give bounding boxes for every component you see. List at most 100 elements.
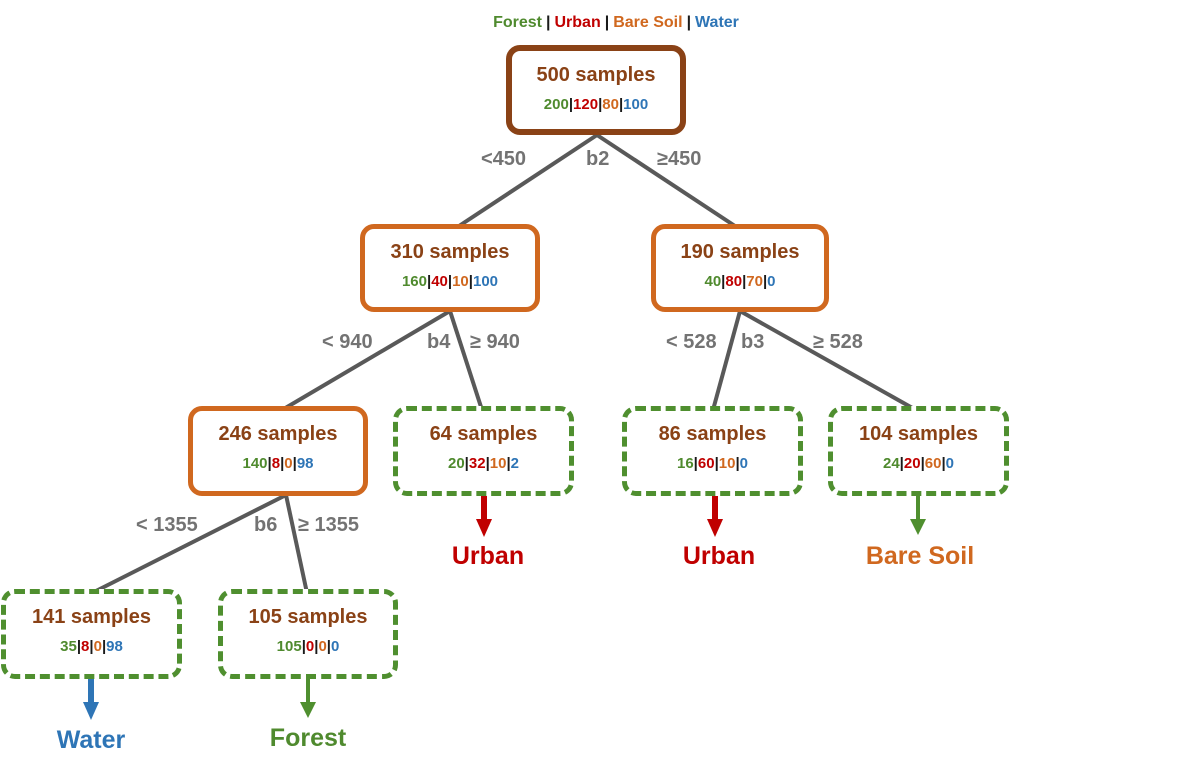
edge-500-310 bbox=[454, 133, 599, 230]
count-urban: 32 bbox=[468, 455, 486, 472]
count-urban: 120 bbox=[573, 96, 599, 113]
count-urban: 20 bbox=[903, 455, 921, 472]
count-water: 0 bbox=[739, 455, 748, 472]
count-forest: 20 bbox=[447, 455, 465, 472]
leaf-node-64: 64 samples 20|32|10|2 bbox=[393, 406, 574, 496]
split-threshold-right: ≥450 bbox=[657, 148, 702, 170]
count-water: 98 bbox=[106, 638, 123, 655]
node-class-counts: 35|8|0|98 bbox=[60, 638, 123, 655]
arrow-head-64 bbox=[476, 519, 492, 537]
split-feature: b2 bbox=[586, 148, 610, 170]
leaf-node-104: 104 samples 24|20|60|0 bbox=[828, 406, 1009, 496]
edge-246-105 bbox=[284, 494, 309, 594]
outcome-label-bare-soil: Bare Soil bbox=[865, 542, 975, 570]
count-bare-soil: 10 bbox=[718, 455, 736, 472]
node-class-counts: 160|40|10|100 bbox=[401, 273, 499, 290]
node-246: 246 samples 140|8|0|98 bbox=[188, 406, 368, 496]
count-urban: 0 bbox=[305, 638, 315, 655]
edge-310-64 bbox=[448, 310, 484, 411]
count-water: 0 bbox=[767, 273, 776, 290]
node-title: 500 samples bbox=[536, 64, 656, 86]
count-forest: 140 bbox=[242, 455, 268, 472]
outcome-label-urban: Urban bbox=[451, 542, 525, 570]
count-bare-soil: 10 bbox=[489, 455, 507, 472]
count-water: 98 bbox=[296, 455, 314, 472]
edge-246-141 bbox=[91, 493, 287, 595]
count-forest: 24 bbox=[882, 455, 900, 472]
count-bare-soil: 60 bbox=[924, 455, 942, 472]
node-310: 310 samples 160|40|10|100 bbox=[360, 224, 540, 312]
node-title: 190 samples bbox=[680, 241, 800, 263]
count-forest: 200 bbox=[543, 96, 569, 113]
leaf-node-141: 141 samples 35|8|0|98 bbox=[1, 589, 182, 679]
class-legend: Forest|Urban|Bare Soil|Water bbox=[0, 14, 1200, 32]
count-water: 2 bbox=[510, 455, 519, 472]
split-threshold-right: ≥ 940 bbox=[470, 331, 520, 353]
node-title: 310 samples bbox=[390, 241, 510, 263]
node-class-counts: 24|20|60|0 bbox=[882, 455, 954, 472]
node-class-counts: 105|0|0|0 bbox=[276, 638, 340, 655]
count-bare-soil: 10 bbox=[452, 273, 469, 290]
split-threshold-left: < 940 bbox=[322, 331, 373, 353]
count-water: 0 bbox=[330, 638, 340, 655]
split-feature: b4 bbox=[427, 331, 451, 353]
edge-190-104 bbox=[739, 309, 917, 412]
count-urban: 8 bbox=[271, 455, 281, 472]
split-feature: b6 bbox=[254, 514, 278, 536]
count-forest: 160 bbox=[401, 273, 427, 290]
legend-separator: | bbox=[686, 14, 692, 31]
node-190: 190 samples 40|80|70|0 bbox=[651, 224, 829, 312]
outcome-label-urban: Urban bbox=[682, 542, 756, 570]
node-class-counts: 20|32|10|2 bbox=[447, 455, 519, 472]
edge-500-190 bbox=[595, 133, 740, 230]
split-threshold-right: ≥ 528 bbox=[813, 331, 863, 353]
count-bare-soil: 0 bbox=[93, 638, 102, 655]
leaf-node-86: 86 samples 16|60|10|0 bbox=[622, 406, 803, 496]
count-forest: 105 bbox=[276, 638, 302, 655]
count-forest: 16 bbox=[676, 455, 694, 472]
outcome-label-water: Water bbox=[56, 726, 126, 754]
node-title: 141 samples bbox=[32, 606, 151, 628]
count-urban: 40 bbox=[431, 273, 448, 290]
split-threshold-right: ≥ 1355 bbox=[298, 514, 360, 536]
count-bare-soil: 70 bbox=[746, 273, 763, 290]
edge-190-86 bbox=[711, 310, 742, 411]
edge-310-246 bbox=[280, 309, 452, 412]
legend-urban: Urban bbox=[554, 14, 601, 31]
count-urban: 60 bbox=[697, 455, 715, 472]
arrow-head-105 bbox=[300, 702, 316, 718]
legend-separator: | bbox=[604, 14, 610, 31]
count-bare-soil: 0 bbox=[284, 455, 293, 472]
node-title: 105 samples bbox=[248, 606, 368, 628]
node-title: 64 samples bbox=[429, 423, 538, 445]
node-title: 86 samples bbox=[658, 423, 767, 445]
node-class-counts: 40|80|70|0 bbox=[704, 273, 776, 290]
split-threshold-left: < 1355 bbox=[136, 514, 198, 536]
node-class-counts: 140|8|0|98 bbox=[242, 455, 314, 472]
legend-separator: | bbox=[546, 14, 551, 31]
count-forest: 40 bbox=[704, 273, 722, 290]
node-class-counts: 200|120|80|100 bbox=[543, 96, 649, 113]
count-bare-soil: 0 bbox=[318, 638, 327, 655]
count-water: 100 bbox=[472, 273, 499, 290]
node-title: 104 samples bbox=[859, 423, 978, 445]
count-urban: 80 bbox=[725, 273, 743, 290]
arrow-head-86 bbox=[707, 519, 723, 537]
legend-water: Water bbox=[695, 14, 739, 31]
root-node: 500 samples 200|120|80|100 bbox=[506, 45, 686, 135]
node-class-counts: 16|60|10|0 bbox=[676, 455, 748, 472]
legend-forest: Forest bbox=[493, 14, 542, 31]
arrow-head-141 bbox=[83, 702, 99, 720]
split-feature: b3 bbox=[741, 331, 765, 353]
outcome-label-forest: Forest bbox=[269, 724, 347, 752]
count-water: 100 bbox=[623, 96, 649, 113]
split-threshold-left: < 528 bbox=[666, 331, 717, 353]
leaf-node-105: 105 samples 105|0|0|0 bbox=[218, 589, 398, 679]
node-title: 246 samples bbox=[218, 423, 338, 445]
count-urban: 8 bbox=[81, 638, 90, 655]
arrow-head-104 bbox=[910, 519, 926, 535]
count-forest: 35 bbox=[60, 638, 77, 655]
count-bare-soil: 80 bbox=[602, 96, 619, 113]
